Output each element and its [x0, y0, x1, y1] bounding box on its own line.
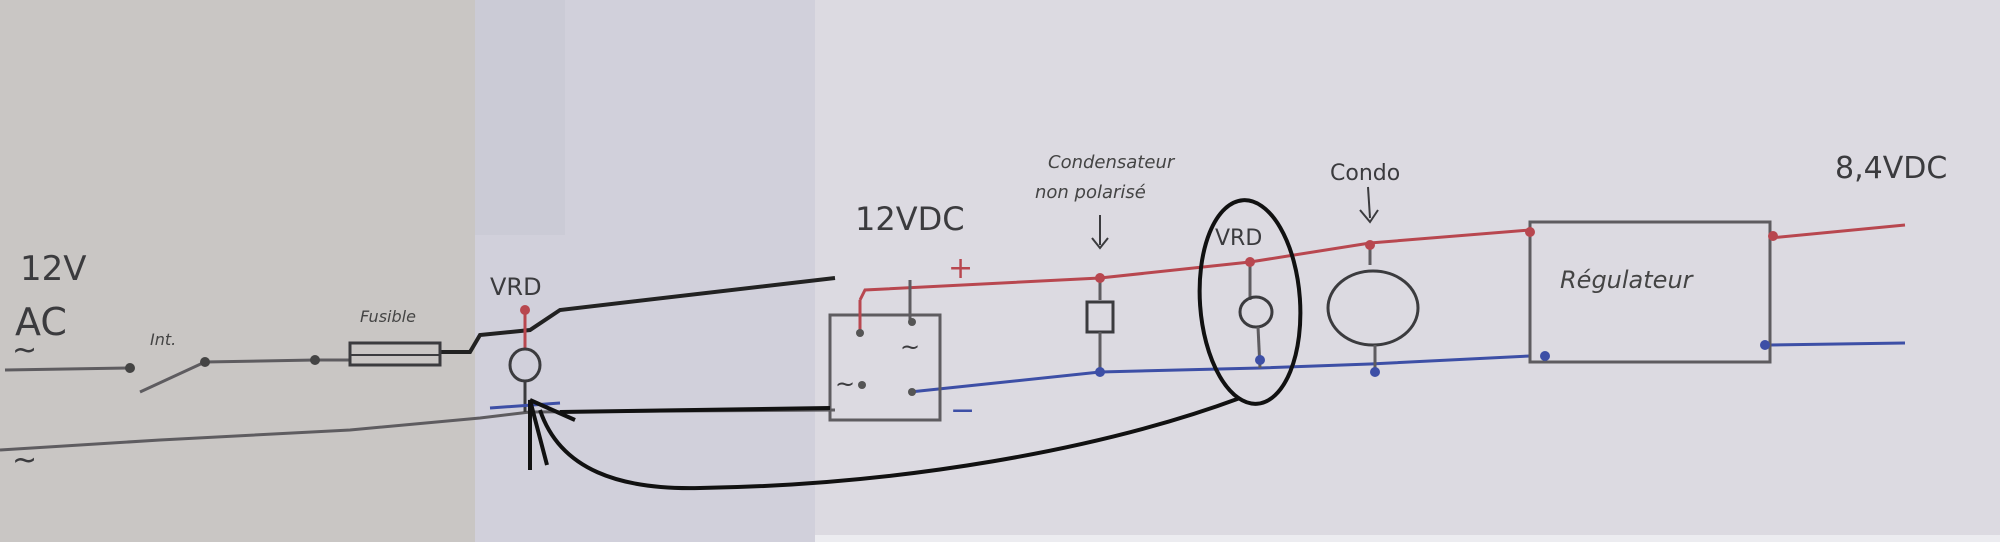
cap-np-node-bottom	[1095, 367, 1105, 377]
vrd-right-node-bottom	[1255, 355, 1265, 365]
dc-voltage-label: 12VDC	[855, 200, 965, 238]
capacitor-label: Condo	[1330, 161, 1400, 186]
regulator-box	[1528, 220, 1772, 364]
switch-contact-1	[125, 363, 135, 373]
regulator-out-plus	[1768, 231, 1778, 241]
switch-label: Int.	[150, 330, 176, 349]
plus-label: +	[948, 251, 973, 286]
capacitor-np-label-2: non polarisé	[1035, 182, 1146, 203]
capacitor-np-label-1: Condensateur	[1048, 152, 1176, 173]
vrd-right-node-top	[1245, 257, 1255, 267]
output-voltage-label: 8,4VDC	[1835, 151, 1947, 186]
input-type-label: AC	[15, 300, 67, 344]
bridge-rectifier	[828, 313, 942, 422]
regulator-in-minus	[1540, 351, 1550, 361]
condo-symbol	[1326, 269, 1420, 347]
curved-arrow	[538, 396, 1241, 491]
regulator-out-minus	[1760, 340, 1770, 350]
arrow-shaft-straight-head	[529, 398, 576, 422]
regulator-label: Régulateur	[1560, 266, 1695, 294]
paper-pasted-upper	[475, 0, 565, 235]
regulator-in-plus	[1525, 227, 1535, 237]
input-voltage-label: 12V	[20, 249, 87, 289]
tilde-top-label: ~	[12, 333, 37, 368]
ac-wire-top-1	[4, 366, 129, 372]
tilde-bottom-label: ~	[12, 443, 37, 478]
bridge-pin-3	[858, 381, 866, 389]
minus-label: −	[950, 393, 975, 428]
fuse-label: Fusible	[360, 307, 416, 326]
paper-left-panel	[0, 0, 475, 542]
vrd-left-negative	[489, 401, 561, 410]
bridge-tilde-2: ~	[835, 370, 855, 398]
ac-wire-to-bridge-top	[440, 276, 836, 354]
bridge-tilde-1: ~	[900, 333, 920, 361]
vrd-right-symbol	[1238, 295, 1274, 329]
fuse-node	[310, 355, 320, 365]
vrd-right-label: VRD	[1215, 226, 1262, 251]
vrd-left-node	[520, 305, 530, 315]
output-negative	[1769, 341, 1906, 347]
vrd-right-highlight	[1197, 198, 1303, 406]
cap-np-node-top	[1095, 273, 1105, 283]
condo-arrow	[1359, 186, 1379, 224]
paper-edge	[815, 535, 2000, 542]
condo-node-bottom	[1370, 367, 1380, 377]
bridge-pin-2	[908, 318, 916, 326]
condo-node-top	[1365, 240, 1375, 250]
output-positive	[1769, 223, 1906, 240]
arrow-shaft-straight	[559, 406, 831, 414]
switch-contact-2	[200, 357, 210, 367]
bridge-pin-1	[856, 329, 864, 337]
vrd-left-label: VRD	[490, 273, 542, 301]
cap-np-arrow	[1091, 215, 1109, 250]
bridge-pin-4	[908, 388, 916, 396]
